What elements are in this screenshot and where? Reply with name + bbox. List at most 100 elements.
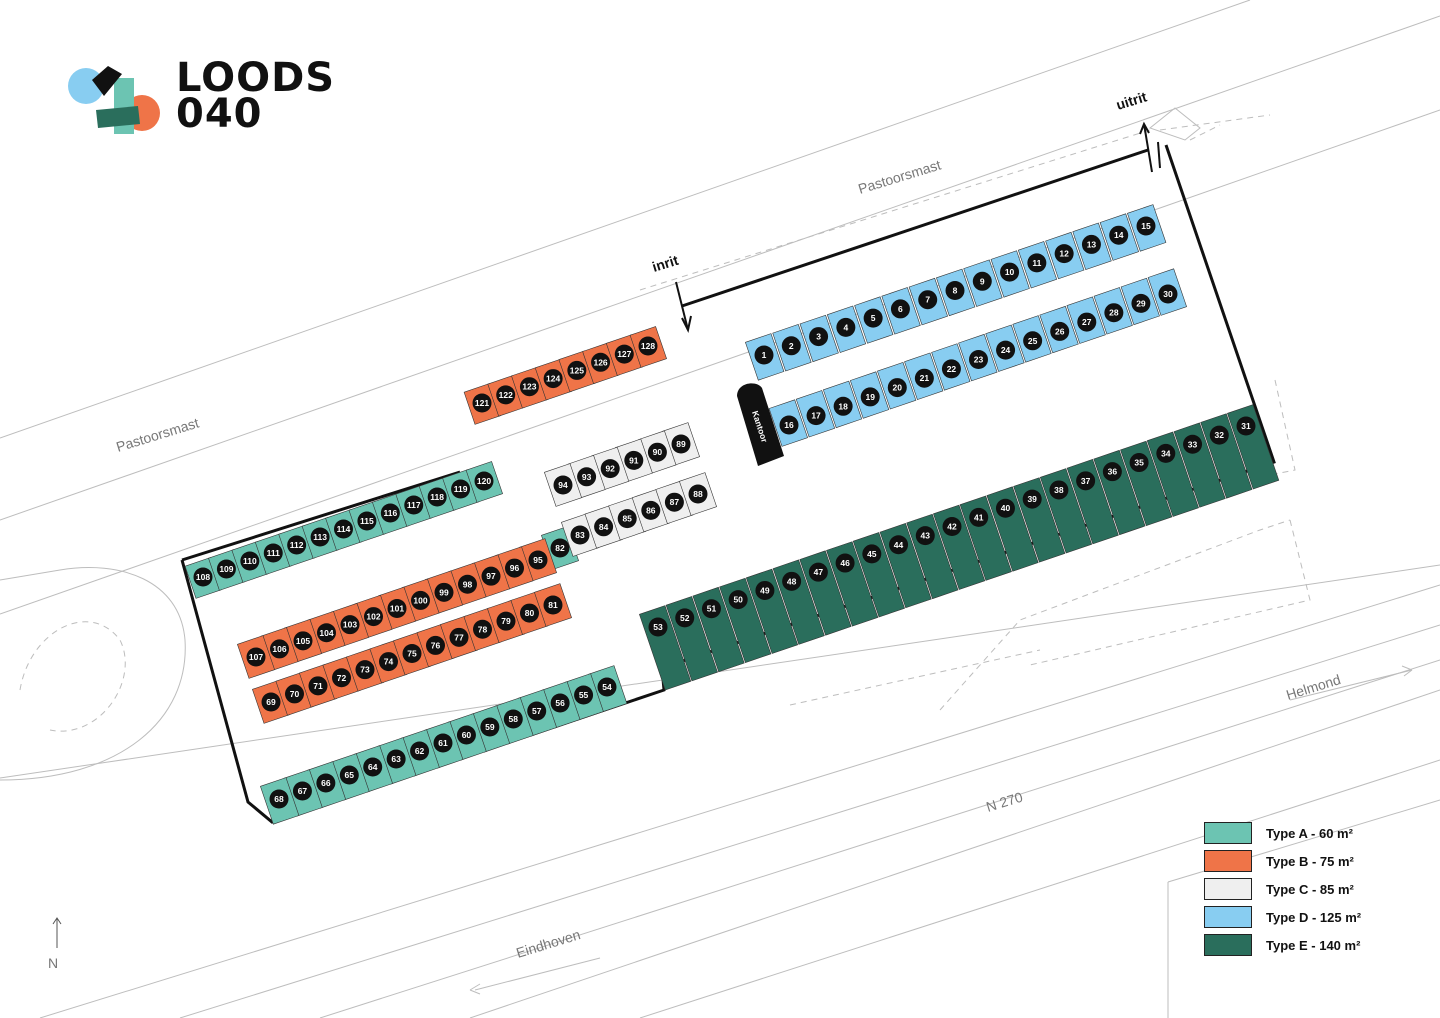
- unit-number: 113: [313, 532, 327, 542]
- unit-number: 116: [383, 508, 397, 518]
- unit-number-badge: [914, 368, 934, 388]
- exit-label: uitrit: [1114, 88, 1149, 112]
- unit-number-badge: [472, 393, 492, 413]
- unit-number: 34: [1161, 448, 1171, 458]
- legend-label: Type E - 140 m²: [1266, 937, 1361, 953]
- unit-number-badge: [386, 749, 406, 769]
- unit-number-badge: [505, 558, 524, 578]
- unit-number: 117: [407, 500, 421, 510]
- unit-number-badge: [567, 360, 587, 380]
- unit-number: 128: [641, 341, 655, 351]
- unit-number-badge: [1049, 480, 1069, 500]
- unit-number-badge: [1136, 216, 1156, 236]
- unit-number-badge: [550, 538, 570, 558]
- unit-number: 87: [670, 497, 680, 507]
- unit-number-badge: [1236, 416, 1256, 436]
- unit-number-badge: [887, 378, 907, 398]
- unit-number: 127: [617, 349, 631, 359]
- street-label-top: Pastoorsmast: [856, 157, 943, 197]
- unit-number: 107: [249, 652, 263, 662]
- unit-number: 27: [1082, 317, 1092, 327]
- unit-number: 16: [784, 420, 794, 430]
- unit-number-badge: [449, 627, 469, 647]
- legend-label: Type B - 75 m²: [1266, 853, 1354, 869]
- unit-number-badge: [915, 526, 935, 546]
- road-label: N 270: [984, 789, 1025, 815]
- unit-number-badge: [1054, 244, 1074, 264]
- unit-number: 37: [1081, 476, 1091, 486]
- unit-number: 48: [787, 576, 797, 586]
- unit-number-badge: [310, 527, 330, 547]
- unit-number: 105: [296, 636, 310, 646]
- brand-line-2: 040: [176, 91, 263, 137]
- unit-number-badge: [285, 684, 304, 704]
- exit-arrow: [1139, 121, 1161, 173]
- unit-number: 62: [415, 746, 425, 756]
- unit-number-badge: [316, 773, 336, 793]
- unit-number: 5: [871, 313, 876, 323]
- legend-label: Type A - 60 m²: [1266, 825, 1353, 841]
- unit-number: 61: [438, 738, 448, 748]
- unit-number-badge: [594, 517, 614, 537]
- unit-number-badge: [216, 559, 236, 579]
- unit-number-badge: [835, 553, 855, 573]
- unit-number-badge: [332, 668, 351, 688]
- unit-number: 54: [602, 682, 612, 692]
- unit-number-badge: [287, 535, 307, 555]
- unit-number: 35: [1134, 458, 1144, 468]
- unit-number-badge: [1000, 262, 1020, 282]
- unit-number: 89: [676, 439, 686, 449]
- unit-number-badge: [1023, 331, 1043, 351]
- unit-number-badge: [836, 317, 856, 337]
- unit-number: 57: [532, 706, 542, 716]
- unit-number-badge: [1209, 425, 1229, 445]
- brand-logo-text: LOODS 040: [176, 55, 336, 137]
- unit-number-badge: [1077, 312, 1097, 332]
- legend-item: Type E - 140 m²: [1204, 934, 1404, 956]
- unit-number: 42: [947, 522, 957, 532]
- unit-number-badge: [945, 281, 965, 300]
- unit-number-badge: [638, 336, 658, 356]
- unit-number-badge: [380, 503, 400, 523]
- unit-number-badge: [496, 611, 516, 631]
- unit-number: 63: [391, 754, 401, 764]
- unit-number-badge: [809, 327, 829, 347]
- unit-number-badge: [1183, 434, 1203, 454]
- logo-mark-icon: [68, 66, 160, 134]
- unit-number: 45: [867, 549, 877, 559]
- unit-number-badge: [411, 590, 430, 610]
- unit-number: 23: [974, 355, 984, 365]
- unit-number: 56: [555, 698, 565, 708]
- unit-number-badge: [1109, 225, 1129, 245]
- unit-number-badge: [1102, 462, 1122, 482]
- unit-number: 46: [840, 558, 850, 568]
- unit-number-badge: [379, 652, 398, 672]
- unit-number: 103: [343, 620, 357, 630]
- unit-number-badge: [364, 607, 383, 627]
- storage-units: 1234567891011121314151617181920212223242…: [184, 204, 1280, 825]
- unit-number-badge: [451, 479, 471, 499]
- unit-number: 17: [811, 411, 821, 421]
- unit-number: 85: [622, 514, 632, 524]
- unit-number-badge: [261, 692, 281, 712]
- unit-number: 100: [413, 595, 427, 605]
- legend-item: Type B - 75 m²: [1204, 850, 1404, 872]
- unit-number-badge: [591, 352, 611, 372]
- unit-number-badge: [1131, 293, 1151, 313]
- unit-number-badge: [292, 781, 312, 801]
- unit-number-badge: [339, 765, 359, 785]
- unit-number-badge: [664, 492, 684, 512]
- brand-line-1: LOODS: [176, 55, 336, 101]
- unit-number: 12: [1059, 249, 1069, 259]
- unit-number: 60: [462, 730, 472, 740]
- unit-number-badge: [806, 406, 826, 426]
- unit-number: 70: [290, 689, 300, 699]
- unit-number: 118: [430, 492, 444, 502]
- unit-number: 9: [980, 276, 985, 286]
- unit-number-badge: [402, 644, 422, 663]
- unit-number: 41: [974, 512, 984, 522]
- unit-number: 50: [733, 595, 743, 605]
- unit-number: 18: [838, 401, 848, 411]
